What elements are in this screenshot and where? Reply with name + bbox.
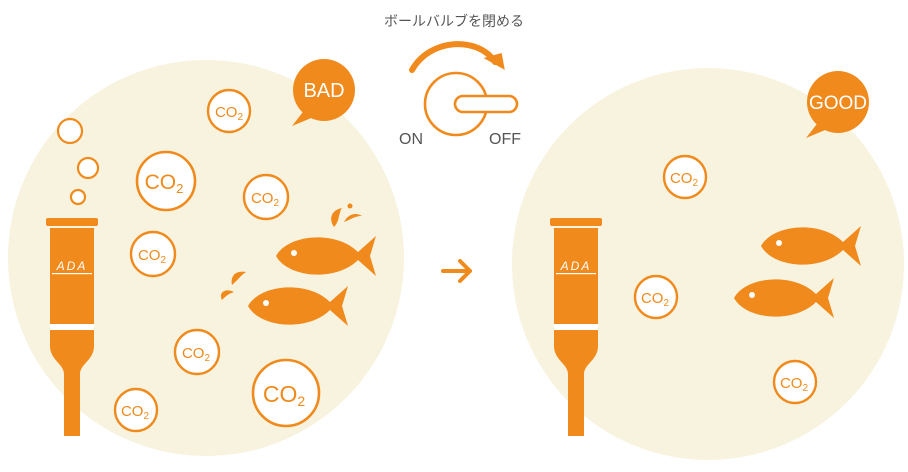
splash-icon — [220, 271, 246, 300]
svg-text:CO2: CO2 — [251, 190, 280, 209]
svg-text:CO2: CO2 — [641, 290, 670, 309]
co2-bubble: CO2 — [633, 274, 679, 320]
right-arrow-icon — [441, 259, 472, 283]
ada-logo: ADA — [556, 259, 596, 275]
co2-bubble: CO2 — [206, 88, 252, 134]
bad-badge-label: BAD — [303, 80, 344, 102]
co2-bubble: CO2 — [251, 358, 321, 428]
co2-bubble: CO2 — [662, 154, 708, 200]
co2-bubble: CO2 — [242, 173, 290, 221]
good-badge: GOOD — [806, 71, 869, 138]
co2-bubble: CO2 — [135, 150, 197, 212]
valve-section: ボールバルブを閉める ON OFF — [384, 13, 524, 283]
svg-text:CO2: CO2 — [670, 170, 699, 189]
right-background-circle — [512, 68, 904, 460]
svg-text:CO2: CO2 — [780, 375, 809, 394]
valve-knob — [423, 71, 519, 137]
small-bubble — [56, 117, 84, 145]
splash-icon — [331, 203, 362, 227]
co2-bubble: CO2 — [113, 387, 159, 433]
co2-bubble: CO2 — [173, 328, 221, 376]
valve-off-label: OFF — [489, 131, 521, 148]
svg-text:CO2: CO2 — [145, 171, 184, 196]
right-panel: GOOD ADA CO2 CO2 CO2 — [512, 68, 904, 460]
bad-badge: BAD — [292, 59, 355, 126]
svg-text:CO2: CO2 — [215, 104, 244, 123]
instruction-text: ボールバルブを閉める — [384, 13, 524, 29]
svg-text:CO2: CO2 — [138, 247, 167, 266]
good-badge-label: GOOD — [809, 93, 867, 114]
ada-logo: ADA — [52, 259, 92, 275]
co2-bubble: CO2 — [772, 359, 818, 405]
svg-text:ADA: ADA — [560, 259, 592, 273]
rotate-arrow-icon — [409, 41, 498, 73]
small-bubble — [69, 188, 87, 206]
small-bubble — [76, 156, 100, 180]
co2-bubble: CO2 — [129, 230, 177, 278]
svg-text:CO2: CO2 — [121, 403, 150, 422]
left-panel: BAD ADA CO2 CO2 CO2 CO2 — [8, 59, 404, 456]
svg-text:ADA: ADA — [56, 259, 88, 273]
valve-on-label: ON — [399, 131, 423, 148]
svg-text:CO2: CO2 — [182, 345, 211, 364]
svg-text:CO2: CO2 — [263, 381, 306, 409]
left-background-circle — [8, 60, 404, 456]
